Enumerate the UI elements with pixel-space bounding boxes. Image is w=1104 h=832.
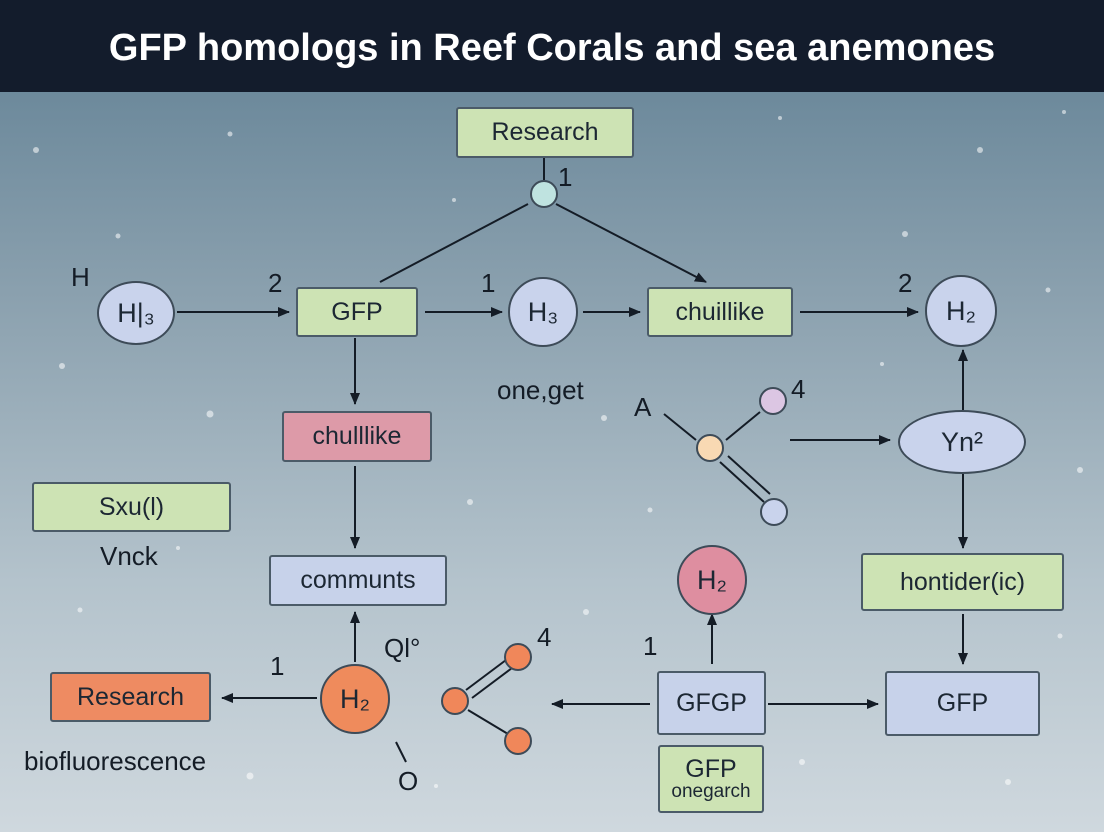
h-top-left-label: H	[71, 262, 90, 292]
num-2-left-label: 2	[268, 268, 283, 298]
h2-right-circle: H₂	[925, 275, 997, 347]
gfgp-box: GFGP	[657, 671, 766, 735]
bond-blue-1	[719, 461, 765, 503]
bond-a	[663, 413, 697, 441]
research-top-box: Research	[456, 107, 634, 158]
chulllike-box: chulllike	[282, 411, 432, 462]
edge-node-to-chuillike	[555, 203, 707, 283]
vnck-label: Vnck	[100, 541, 158, 571]
yn-ellipse: Yn²	[898, 410, 1026, 474]
comments-box: communts	[269, 555, 447, 606]
bond-orange-top-1	[465, 659, 507, 691]
top-node-circle	[530, 180, 558, 208]
molecule-lilac-atom	[759, 387, 787, 415]
num-1-bottom-label: 1	[270, 651, 285, 681]
num-1-top-label: 1	[558, 162, 573, 192]
page-title: GFP homologs in Reef Corals and sea anem…	[108, 27, 996, 69]
molecule-center-atom	[696, 434, 724, 462]
molecule-orange-center-atom	[441, 687, 469, 715]
h2-orange-circle: H₂	[320, 664, 390, 734]
ql-label: Ql°	[384, 633, 421, 663]
num-4-molecule-label: 4	[791, 374, 806, 404]
research-bottom-box: Research	[50, 672, 211, 722]
oneget-label: one,get	[497, 375, 584, 405]
a-label: A	[634, 392, 652, 422]
gfp-small-label: GFP	[685, 754, 737, 783]
chuillike-box: chuillike	[647, 287, 793, 337]
num-1-mid-label: 1	[481, 268, 496, 298]
bond-o	[395, 741, 407, 763]
h3-mid-circle: H₃	[508, 277, 578, 347]
gfp-right-box: GFP	[885, 671, 1040, 736]
gfp-small-box: GFP onegarch	[658, 745, 764, 813]
title-bar	[0, 0, 1104, 92]
molecule-blue-atom	[760, 498, 788, 526]
num-1-gfgp-label: 1	[643, 631, 658, 661]
bond-orange-bottom	[467, 709, 509, 735]
bond-orange-top-2	[471, 667, 513, 699]
hontider-box: hontider(ic)	[861, 553, 1064, 611]
edge-node-to-gfp	[379, 203, 529, 283]
gfp-main-box: GFP	[296, 287, 418, 337]
h2-pink-circle: H₂	[677, 545, 747, 615]
num-4-bottom-label: 4	[537, 622, 552, 652]
bond-lilac	[725, 411, 761, 441]
h-left-circle: H|₃	[97, 281, 175, 345]
sxu-box: Sxu(l)	[32, 482, 231, 532]
molecule-orange-top-atom	[504, 643, 532, 671]
biofluorescence-label: biofluorescence	[24, 746, 207, 776]
gfp-small-sublabel: onegarch	[671, 781, 751, 803]
num-2-right-label: 2	[898, 268, 913, 298]
molecule-orange-bottom-atom	[504, 727, 532, 755]
o-label: O	[398, 766, 419, 796]
bond-blue-2	[727, 455, 771, 495]
